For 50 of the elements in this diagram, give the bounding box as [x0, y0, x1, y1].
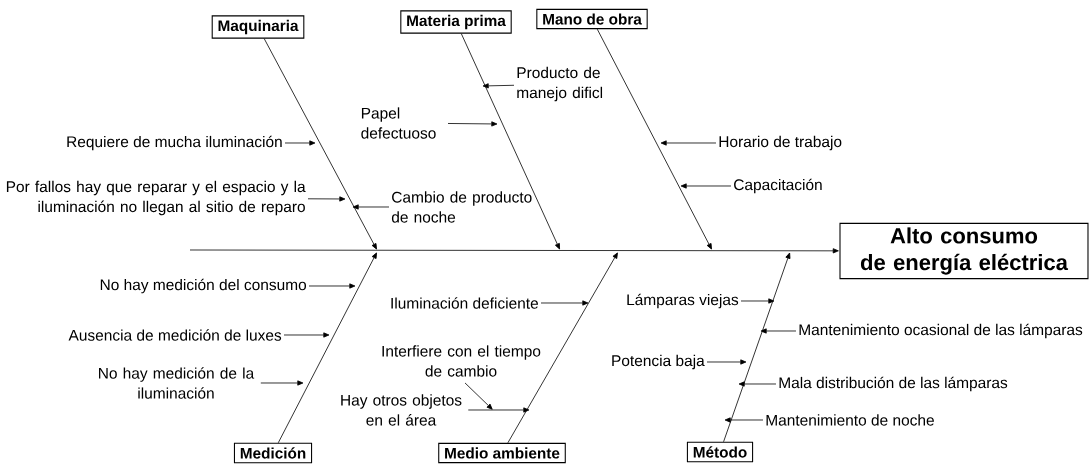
arrow [307, 196, 346, 202]
cause-label: Lámparas viejas [627, 293, 739, 309]
arrow [740, 298, 775, 304]
cause-label: Mantenimiento ocasional de las lámparas [799, 323, 1083, 339]
cause-label: Iluminación deficiente [391, 297, 538, 309]
cause-label: Potencia baja [612, 354, 705, 370]
cause-label: Mantenimiento de noche [766, 414, 934, 426]
arrow [660, 140, 717, 146]
category-box: Maquinaria [211, 15, 305, 39]
arrow [723, 252, 791, 443]
arrow [460, 33, 560, 250]
arrow [284, 140, 316, 146]
cause-label: Hay otros objetos en el área [341, 394, 462, 426]
arrow [283, 332, 330, 338]
cause-label: Ausencia de medición de luxes [68, 329, 282, 341]
arrow [467, 407, 530, 413]
cause-label: Interfiere con el tiempo de cambio [382, 345, 541, 377]
cause-label: Capacitación [734, 178, 822, 194]
arrow [308, 283, 356, 289]
cause-label: No hay medición del consumo [100, 278, 307, 294]
cause-label: Producto de manejo dificl [517, 66, 603, 102]
effect-box: Alto consumo de energía eléctrica [839, 222, 1089, 280]
cause-label: Requiere de mucha iluminación [67, 135, 282, 151]
cause-label: Por fallos hay que reparar y el espacio y la iluminación no llegan al sitio de reparo [6, 180, 306, 216]
category-box: Método [686, 441, 754, 463]
arrow [260, 380, 304, 386]
arrow [482, 83, 515, 89]
arrow [760, 328, 797, 334]
arrow [263, 38, 377, 250]
arrow [540, 300, 589, 306]
cause-label: Papel defectuoso [361, 107, 436, 139]
arrow [464, 382, 493, 410]
arrow [507, 252, 618, 444]
arrow [352, 204, 390, 210]
category-box: Materia prima [400, 10, 512, 34]
cause-label: Horario de trabajo [719, 135, 842, 151]
arrow [706, 359, 747, 365]
category-box: Medio ambiente [438, 442, 566, 464]
cause-label: No hay medición de la iluminación [99, 367, 255, 399]
cause-label: Cambio de producto de noche [391, 191, 532, 223]
arrow [189, 248, 839, 254]
arrow [447, 121, 498, 127]
arrow [724, 417, 764, 423]
arrow [277, 252, 377, 444]
arrow [680, 183, 732, 189]
arrow [738, 381, 777, 387]
category-box: Medición [233, 442, 313, 464]
category-box: Mano de obra [536, 8, 648, 30]
cause-label: Mala distribución de las lámparas [779, 376, 1008, 392]
arrow [596, 28, 712, 250]
